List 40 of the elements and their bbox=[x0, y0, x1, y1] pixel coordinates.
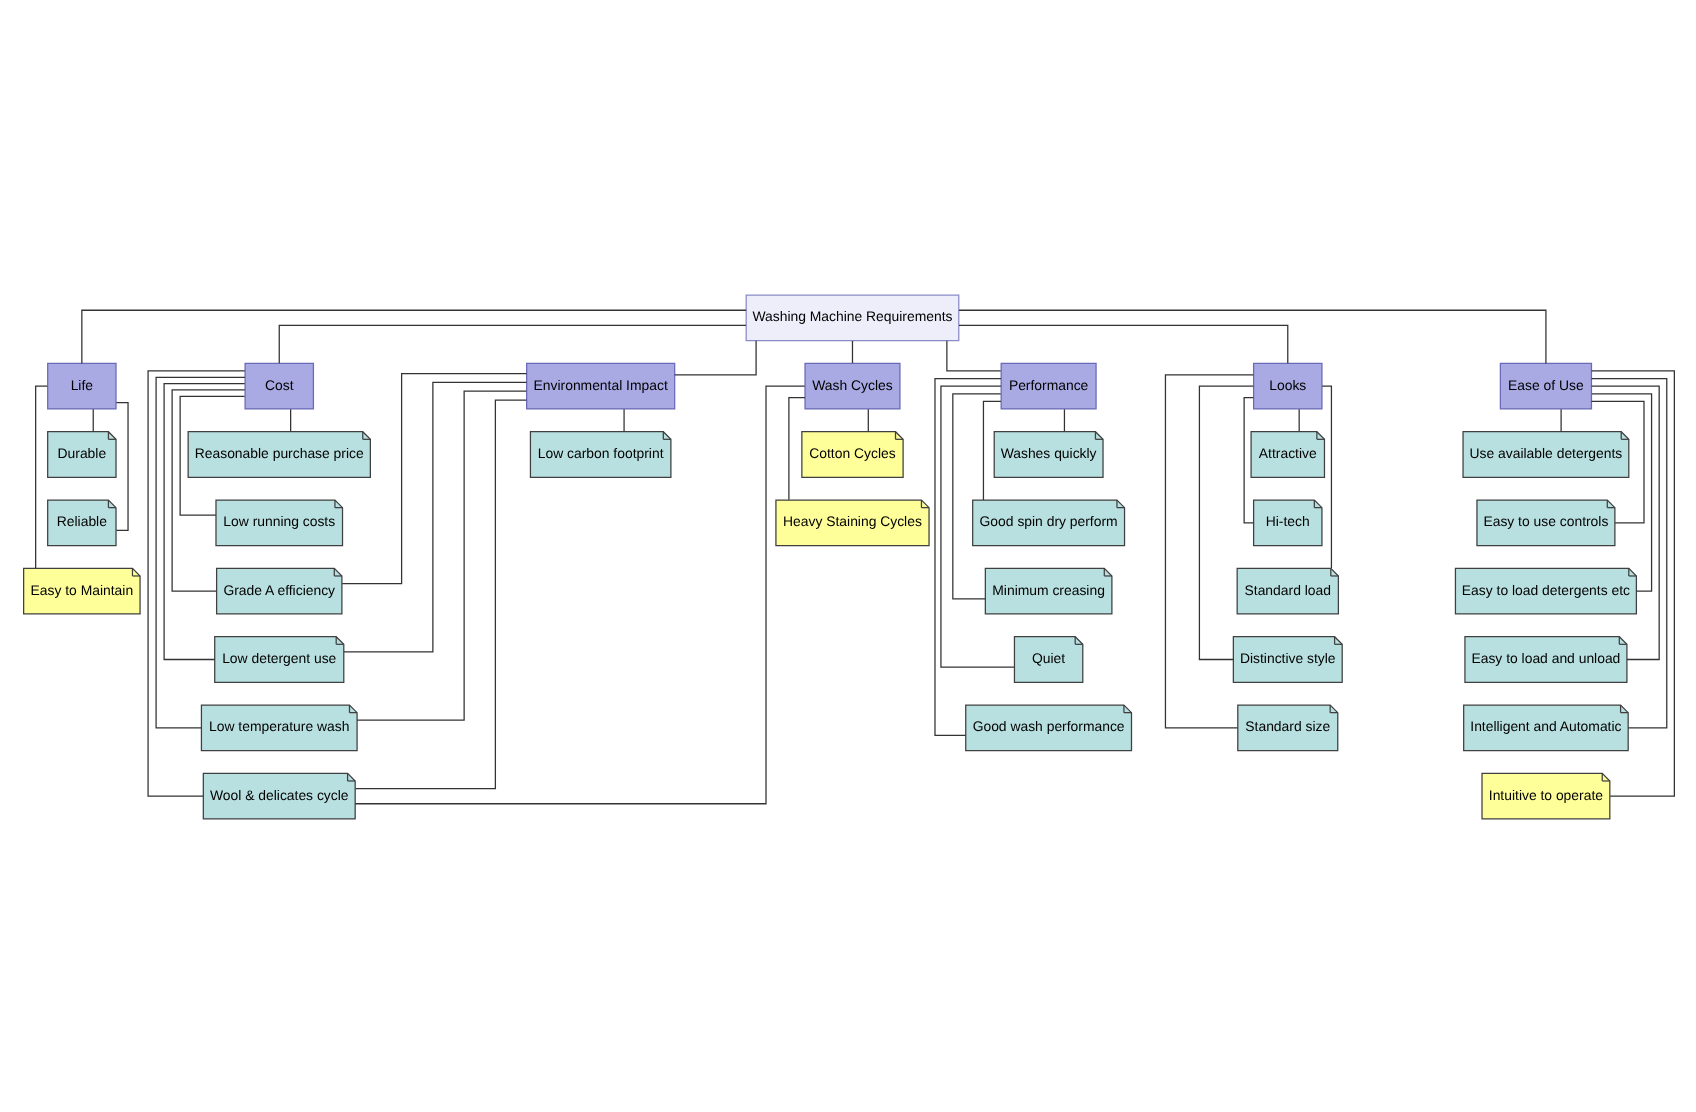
connector bbox=[340, 371, 527, 584]
connector bbox=[170, 388, 245, 591]
connector bbox=[622, 407, 624, 432]
connector bbox=[1590, 392, 1652, 591]
connector bbox=[933, 376, 1001, 736]
connector bbox=[114, 401, 128, 531]
connector bbox=[355, 389, 527, 720]
connector bbox=[1559, 407, 1561, 432]
connector bbox=[1590, 384, 1659, 660]
connector bbox=[1320, 384, 1332, 568]
connector bbox=[353, 398, 527, 789]
connector bbox=[1589, 369, 1674, 796]
connector bbox=[866, 407, 868, 432]
connector bbox=[353, 384, 805, 804]
connector bbox=[981, 399, 1001, 500]
connector bbox=[1062, 407, 1065, 432]
connector bbox=[91, 407, 93, 432]
connector bbox=[178, 394, 245, 515]
connector bbox=[1297, 407, 1299, 432]
connector bbox=[787, 395, 805, 500]
connector bbox=[34, 384, 47, 568]
connector bbox=[673, 339, 756, 375]
connector bbox=[342, 380, 527, 652]
connector bbox=[957, 323, 1288, 363]
connector bbox=[1589, 399, 1644, 523]
connector bbox=[1589, 376, 1667, 728]
connector bbox=[80, 308, 746, 364]
connector bbox=[1197, 384, 1253, 660]
connector bbox=[957, 308, 1546, 364]
connector bbox=[162, 382, 245, 660]
connector bbox=[1242, 395, 1253, 523]
connector bbox=[146, 369, 245, 796]
connector bbox=[1163, 373, 1253, 728]
connector bbox=[951, 392, 1001, 599]
connector bbox=[945, 339, 1001, 371]
connector bbox=[289, 407, 291, 432]
connector bbox=[277, 323, 746, 363]
connector bbox=[850, 339, 853, 363]
connector bbox=[154, 375, 245, 728]
connector bbox=[939, 384, 1014, 667]
